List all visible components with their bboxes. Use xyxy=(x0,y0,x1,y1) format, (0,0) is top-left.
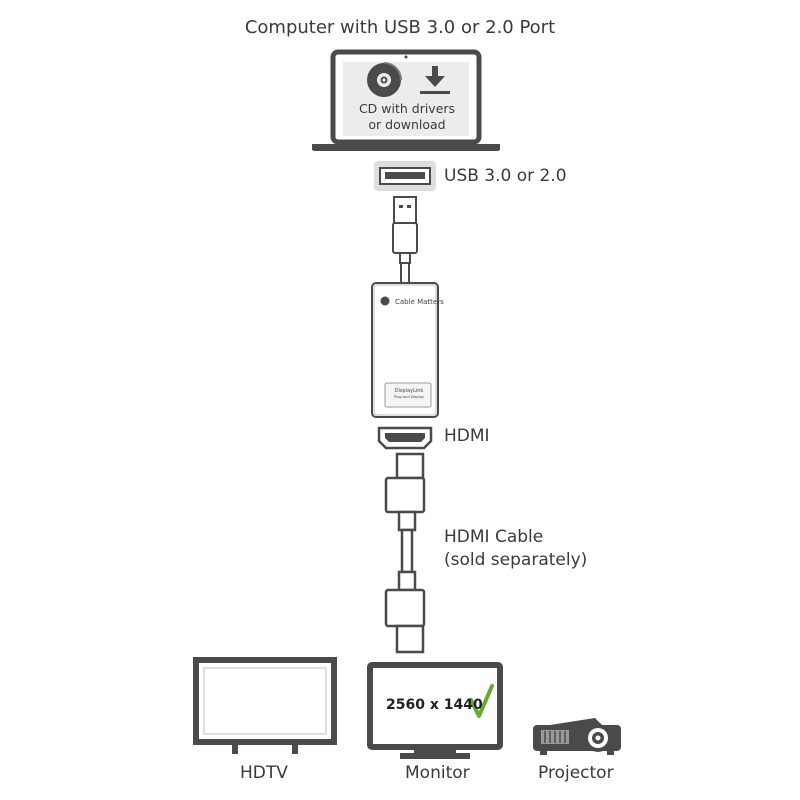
hdmi-cable-label: HDMI Cable xyxy=(444,527,544,547)
displaylink-badge: DisplayLink Plug and Display xyxy=(393,388,425,399)
monitor-icon xyxy=(367,662,503,759)
hdmi-cable-icon xyxy=(384,452,426,654)
usb-port-icon xyxy=(374,161,436,191)
projector-icon xyxy=(533,718,621,755)
hdmi-port-label: HDMI xyxy=(444,426,490,446)
hdtv-label: HDTV xyxy=(240,763,288,783)
usb-plug-icon xyxy=(392,196,418,284)
hdmi-cable-note: (sold separately) xyxy=(444,550,588,570)
hdtv-icon xyxy=(193,657,337,754)
diagram-title: Computer with USB 3.0 or 2.0 Port xyxy=(244,17,556,38)
usb-hdmi-adapter xyxy=(371,282,439,418)
download-arrow-icon xyxy=(420,66,450,94)
monitor-label: Monitor xyxy=(405,763,470,783)
usb-port-label: USB 3.0 or 2.0 xyxy=(444,166,567,186)
laptop-screen-text: CD with drivers or download xyxy=(358,101,456,132)
monitor-resolution: 2560 x 1440 xyxy=(386,697,483,713)
checkmark-icon xyxy=(469,684,494,718)
hdmi-port-icon xyxy=(377,426,433,450)
adapter-brand-label: Cable Matters xyxy=(395,298,444,306)
projector-label: Projector xyxy=(538,763,614,783)
cd-disc-icon xyxy=(367,62,402,97)
